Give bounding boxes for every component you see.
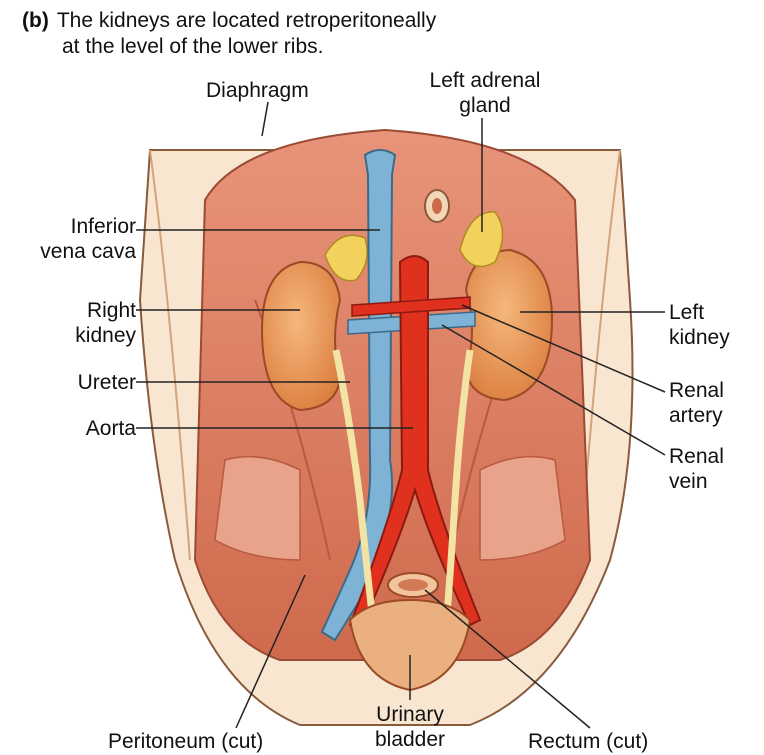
- label-renal-artery-line-1: Renal: [669, 379, 724, 402]
- label-left-adrenal-line-1: Left adrenal: [429, 69, 541, 92]
- label-renal-vein-line-2: vein: [669, 470, 708, 493]
- label-rectum: Rectum (cut): [528, 730, 649, 753]
- label-renal-artery: Renal artery: [669, 378, 724, 428]
- label-right-kidney: Right kidney: [12, 298, 136, 348]
- title-line-2: at the level of the lower ribs.: [62, 35, 324, 58]
- ureters: [332, 349, 474, 641]
- label-left-kidney-line-1: Left: [669, 301, 705, 324]
- label-bladder-line-2: bladder: [374, 728, 446, 751]
- rectum-shape: [387, 572, 439, 598]
- figure-title: (b) The kidneys are located retroperitone…: [22, 8, 436, 60]
- esophagus-opening: [424, 189, 450, 223]
- label-left-adrenal-gland: Left adrenal gland: [420, 68, 550, 118]
- label-ivc-line-1: Inferior: [70, 215, 136, 238]
- leader-lines: [136, 101, 666, 729]
- label-peritoneum: Peritoneum (cut): [108, 730, 264, 753]
- label-aorta: Aorta: [85, 417, 136, 440]
- label-diaphragm: Diaphragm: [206, 79, 309, 102]
- adrenal-glands: [324, 211, 504, 282]
- label-urinary-bladder: Urinary bladder: [350, 702, 470, 752]
- bladder-shape: [348, 598, 472, 692]
- label-left-kidney: Left kidney: [669, 300, 730, 350]
- label-ivc-line-2: vena cava: [40, 240, 136, 263]
- title-line-1: The kidneys are located retroperitoneall…: [56, 9, 437, 32]
- figure-tag: (b): [22, 9, 49, 32]
- right-kidney-shape: [260, 260, 342, 412]
- label-right-kidney-line-2: kidney: [75, 324, 136, 347]
- label-right-kidney-line-1: Right: [86, 299, 136, 322]
- label-left-adrenal-line-2: gland: [459, 94, 511, 117]
- label-inferior-vena-cava: Inferior vena cava: [12, 214, 136, 264]
- label-renal-artery-line-2: artery: [669, 404, 723, 427]
- label-renal-vein-line-1: Renal: [669, 445, 724, 468]
- label-renal-vein: Renal vein: [669, 444, 724, 494]
- label-left-kidney-line-2: kidney: [669, 326, 730, 349]
- label-bladder-line-1: Urinary: [376, 703, 444, 726]
- label-ureter: Ureter: [77, 371, 136, 394]
